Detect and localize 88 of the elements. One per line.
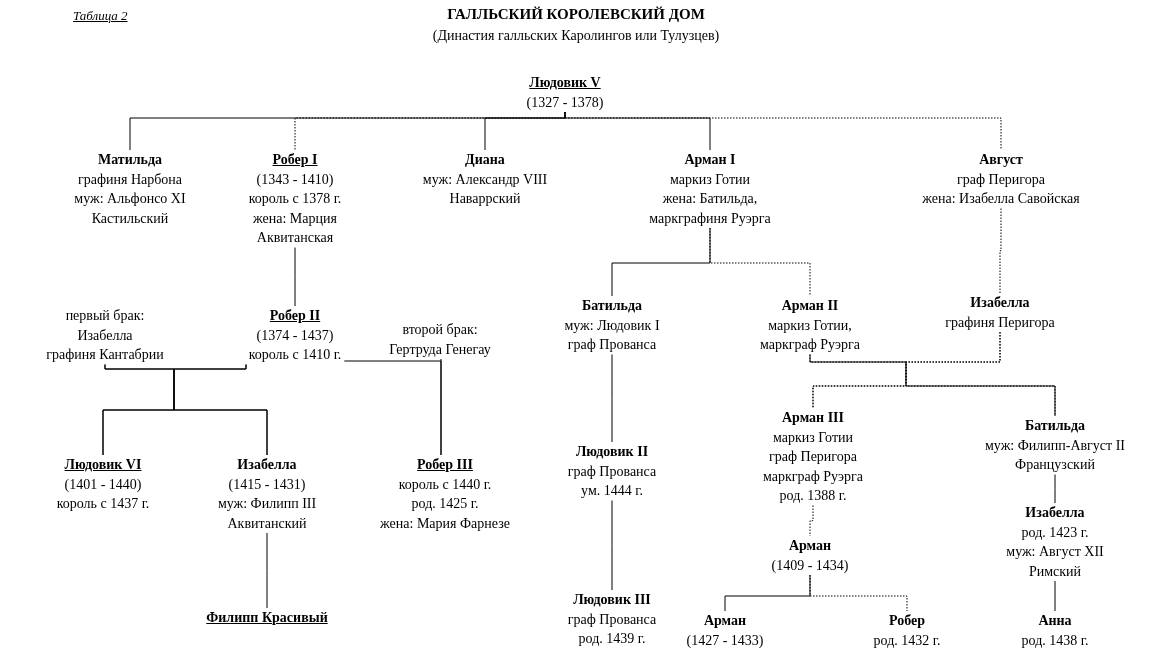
person-name: Робер III: [416, 456, 474, 474]
person-detail: муж: Александр VIII Наваррский: [421, 170, 549, 208]
person-detail: род. 1388 г.: [778, 487, 848, 505]
person-detail: граф Прованса: [566, 610, 658, 629]
person-detail: род. 1438 г.: [1020, 631, 1090, 650]
spouse-note: графиня Кантабрии: [45, 346, 165, 364]
person-name: Арман III: [780, 409, 845, 427]
person-detail: (1427 - 1433): [685, 631, 765, 650]
connector-line: [564, 111, 711, 151]
person-detail: муж: Филипп III Аквитанский: [216, 495, 318, 533]
spouse-note: второй брак:: [401, 321, 479, 339]
person-detail: жена: Мария Фарнезе: [379, 514, 511, 533]
person-detail: маркграф Руэрга: [761, 467, 865, 486]
subtitle: (Династия галльских Каролингов или Тулузцев): [431, 28, 721, 44]
person-detail: жена: Батильда, маркграфиня Руэрга: [648, 190, 772, 228]
connector-line: [809, 505, 814, 537]
person-name: Изабелла: [236, 456, 298, 474]
person-detail: (1415 - 1431): [227, 475, 307, 494]
person-name: Робер I: [271, 151, 319, 169]
person-detail: (1401 - 1440): [63, 475, 143, 494]
connector-line: [564, 111, 1002, 151]
person-detail: муж: Август XII Римский: [1005, 543, 1105, 581]
person-detail: ум. 1444 г.: [580, 482, 644, 500]
person-name: Изабелла: [969, 294, 1031, 312]
person-name: Робер: [888, 612, 926, 630]
connector-line: [1054, 580, 1056, 612]
person-detail: маркиз Готии: [668, 170, 752, 189]
person-detail: графиня Перигора: [944, 313, 1056, 332]
connector-line: [709, 227, 811, 297]
connector-line: [611, 500, 613, 591]
person-name: Батильда: [580, 297, 644, 315]
person-detail: граф Перигора: [956, 170, 1046, 189]
person-name: Людовик V: [528, 74, 602, 92]
person-detail: муж: Людовик I: [563, 316, 661, 335]
spouse-note: первый брак:: [64, 307, 146, 325]
person-detail: графиня Нарбона: [76, 170, 184, 189]
diagram-title: ГАЛЛЬСКИЙ КОРОЛЕВСКИЙ ДОМ: [446, 6, 706, 23]
person-detail: король с 1440 г.: [397, 475, 493, 494]
connector-line: [440, 358, 442, 456]
person-detail: (1409 - 1434): [770, 556, 850, 575]
connector-line: [809, 574, 908, 612]
connector-line: [999, 208, 1002, 294]
person-name: Август: [978, 151, 1024, 169]
person-detail: (1374 - 1437): [255, 326, 335, 345]
spouse-note: Гертруда Генегау: [388, 340, 492, 359]
person-detail: муж: Филипп-Август II Французский: [983, 436, 1126, 474]
person-detail: род. 1439 г.: [577, 630, 647, 648]
person-name: Матильда: [96, 151, 164, 169]
person-name: Филипп Красивый: [205, 609, 329, 627]
person-detail: (1327 - 1378): [525, 93, 605, 112]
person-name: Арман I: [683, 151, 737, 169]
spouse-note: Изабелла: [76, 326, 134, 345]
connector-line: [266, 532, 268, 609]
person-detail: король с 1378 г.: [247, 190, 343, 208]
person-detail: граф Прованса: [566, 336, 658, 354]
person-name: Арман: [787, 537, 833, 555]
person-detail: маркграф Руэрга: [758, 336, 862, 354]
connector-line: [905, 331, 1056, 417]
connector-line: [724, 574, 811, 612]
connector-line: [1054, 474, 1056, 504]
person-name: Людовик VI: [63, 456, 143, 474]
person-detail: король с 1437 г.: [55, 495, 151, 513]
person-name: Арман II: [780, 297, 840, 315]
person-name: Батильда: [1023, 417, 1087, 435]
person-name: Анна: [1037, 612, 1073, 630]
person-detail: род. 1432 г.: [872, 631, 942, 650]
person-detail: граф Перигора: [768, 448, 858, 466]
person-name: Людовик II: [574, 443, 650, 461]
person-name: Диана: [464, 151, 506, 169]
person-name: Арман: [702, 612, 748, 630]
connector-line: [809, 354, 1056, 417]
person-detail: род. 1423 г.: [1020, 523, 1090, 542]
connector-line: [611, 354, 613, 443]
person-detail: жена: Изабелла Савойская: [921, 190, 1081, 208]
person-name: Робер II: [268, 307, 322, 325]
person-detail: (1343 - 1410): [255, 170, 335, 189]
person-detail: маркиз Готии: [771, 428, 855, 447]
person-detail: король с 1410 г.: [247, 346, 343, 364]
table-number: Таблица 2: [73, 8, 129, 24]
person-detail: граф Прованса: [566, 462, 658, 481]
person-detail: жена: Марция Аквитанская: [252, 209, 338, 247]
person-detail: муж: Альфонсо XI Кастильский: [73, 190, 187, 228]
person-detail: маркиз Готии,: [767, 316, 853, 335]
connector-line: [611, 227, 711, 297]
connector-line: [294, 247, 296, 307]
person-detail: род. 1425 г.: [410, 495, 480, 513]
person-name: Изабелла: [1024, 504, 1086, 522]
person-name: Людовик III: [572, 591, 652, 609]
